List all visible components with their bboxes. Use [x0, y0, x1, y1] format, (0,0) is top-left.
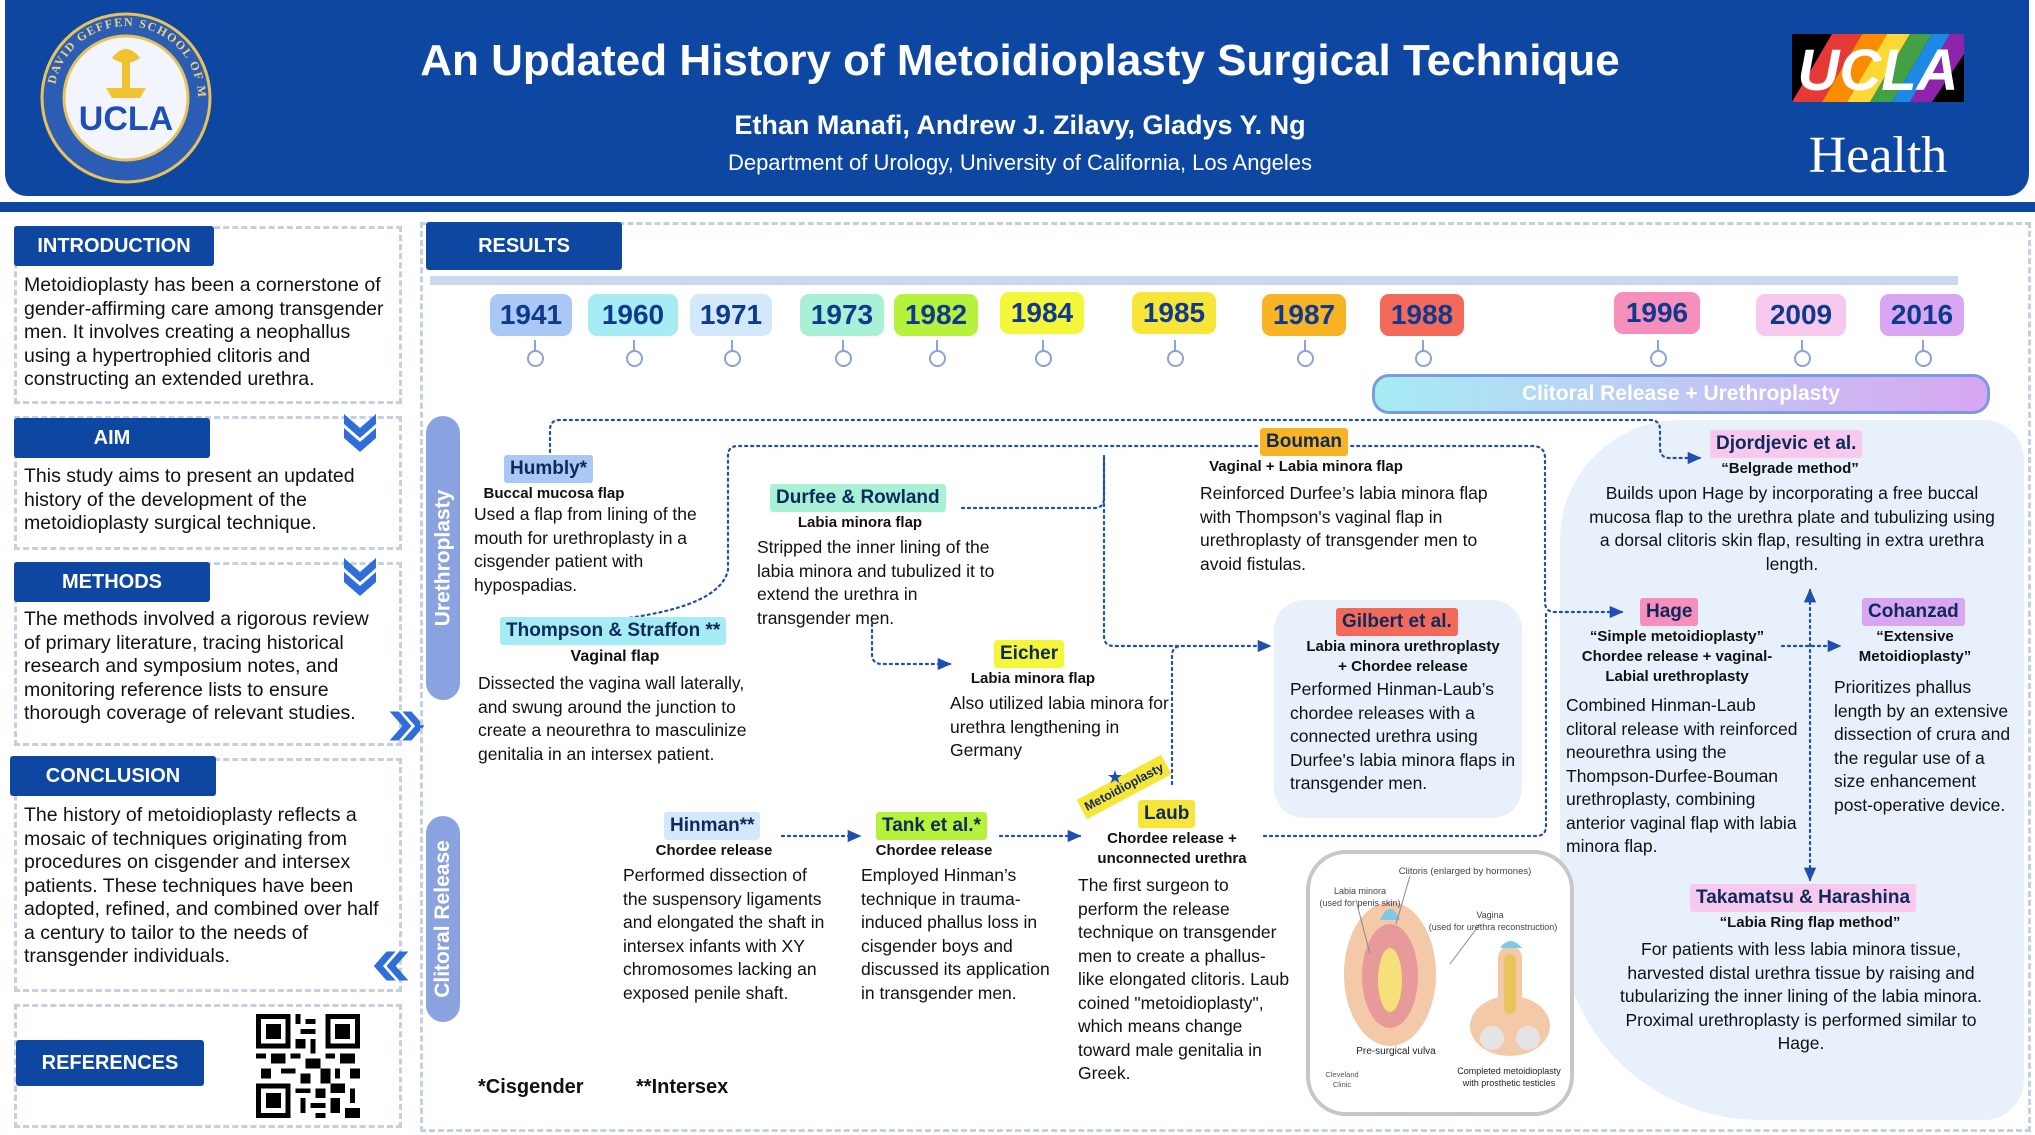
- node-bouman: Bouman: [1260, 428, 1348, 456]
- year-1985: 1985: [1132, 292, 1216, 334]
- modern-techniques-bubble: [1560, 420, 2024, 1120]
- node-bouman-sub: Vaginal + Labia minora flap: [1209, 458, 1403, 475]
- conclusion-label: CONCLUSION: [10, 756, 216, 796]
- year-1982: 1982: [894, 294, 978, 336]
- methods-text: The methods involved a rigorous review o…: [24, 608, 369, 724]
- node-thompson: Thompson & Straffon **: [500, 617, 727, 645]
- clitoral-release-urethroplasty-bar: Clitoral Release + Urethroplasty: [1372, 374, 1990, 414]
- year-1973: 1973: [800, 294, 884, 336]
- node-takamatsu-sub: “Labia Ring flap method”: [1719, 914, 1901, 931]
- legend-cisgender: *Cisgender: [478, 1076, 584, 1098]
- urethroplasty-tab: Urethroplasty: [426, 416, 460, 700]
- node-humbly: Humbly*: [504, 455, 594, 483]
- introduction-text: Metoidioplasty has been a cornerstone of…: [24, 274, 384, 390]
- node-tank-sub: Chordee release: [875, 842, 993, 859]
- node-cohanzad-sub2: Metoidioplasty”: [1858, 648, 1972, 665]
- node-djordjevic-sub: “Belgrade method”: [1721, 460, 1859, 477]
- department: Department of Urology, University of Cal…: [727, 150, 1313, 175]
- methods-label: METHODS: [14, 562, 210, 602]
- ucla-health-logo: UCLA Health: [1792, 34, 1964, 184]
- chevron-down-icon: [344, 414, 376, 452]
- node-hage-sub1: “Simple metoidioplasty”: [1589, 628, 1765, 645]
- node-eicher-sub: Labia minora flap: [970, 670, 1096, 687]
- year-1987: 1987: [1262, 294, 1346, 336]
- star-icon: [1108, 770, 1122, 784]
- node-laub-desc: The first surgeon to perform the release…: [1078, 875, 1290, 1083]
- header-banner: [5, 0, 2029, 196]
- year-1984: 1984: [1000, 292, 1084, 334]
- node-cohanzad-sub1: “Extensive: [1876, 628, 1954, 645]
- header-divider: [0, 202, 2035, 212]
- node-hinman: Hinman**: [664, 812, 761, 840]
- year-1988: 1988: [1380, 294, 1464, 336]
- node-eicher-desc: Also utilized labia minora for urethra l…: [950, 693, 1169, 760]
- node-gilbert-sub2: + Chordee release: [1338, 658, 1468, 675]
- vulva-anatomy-icon: [1344, 875, 1550, 1056]
- node-hage-sub2: Chordee release + vaginal-: [1581, 648, 1773, 665]
- aim-panel: [14, 416, 402, 550]
- node-takamatsu: Takamatsu & Harashina: [1690, 884, 1917, 912]
- node-humbly-sub: Buccal mucosa flap: [483, 485, 625, 502]
- qr-code-icon[interactable]: [256, 1014, 360, 1118]
- health-wordmark: Health: [1808, 127, 1948, 184]
- node-djordjevic-desc: Builds upon Hage by incorporating a free…: [1589, 483, 1995, 574]
- ucla-rainbow-icon: UCLA: [1792, 34, 1964, 102]
- node-tank: Tank et al.*: [876, 812, 987, 840]
- references-label: REFERENCES: [16, 1040, 204, 1086]
- node-laub-sub1: Chordee release +: [1107, 830, 1237, 847]
- year-1960: 1960: [588, 294, 678, 336]
- svg-text:UCLA: UCLA: [79, 100, 173, 138]
- conclusion-text: The history of metoidioplasty reflects a…: [24, 804, 379, 967]
- node-gilbert: Gilbert et al.: [1336, 608, 1458, 636]
- year-1971: 1971: [690, 294, 772, 336]
- node-hage: Hage: [1640, 598, 1699, 626]
- node-bouman-desc: Reinforced Durfee’s labia minora flap wi…: [1200, 483, 1488, 574]
- aim-text: This study aims to present an updated hi…: [24, 465, 355, 534]
- legend-intersex: **Intersex: [636, 1076, 729, 1098]
- node-hinman-sub: Chordee release: [655, 842, 773, 859]
- node-laub: Laub: [1138, 800, 1196, 828]
- results-label: RESULTS: [426, 222, 622, 270]
- node-hage-sub3: Labial urethroplasty: [1605, 668, 1749, 685]
- year-1996: 1996: [1614, 292, 1700, 334]
- chevron-right-icon: [389, 711, 425, 741]
- aim-label: AIM: [14, 418, 210, 458]
- chevron-left-icon: [373, 951, 409, 981]
- timeline-bar: [430, 276, 1958, 285]
- node-durfee: Durfee & Rowland: [770, 484, 946, 512]
- authors: Ethan Manafi, Andrew J. Zilavy, Gladys Y…: [734, 110, 1306, 140]
- year-2009: 2009: [1756, 294, 1846, 336]
- node-takamatsu-desc: For patients with less labia minora tiss…: [1620, 939, 1982, 1053]
- node-durfee-sub: Labia minora flap: [797, 514, 923, 531]
- node-laub-sub2: unconnected urethra: [1097, 850, 1247, 867]
- ucla-medicine-seal-icon: DAVID GEFFEN SCHOOL OF MEDICINE UCLA: [40, 12, 212, 184]
- node-hinman-desc: Performed dissection of the suspensory l…: [623, 865, 825, 1003]
- node-cohanzad: Cohanzad: [1862, 598, 1965, 626]
- node-djordjevic: Djordjevic et al.: [1710, 430, 1863, 458]
- node-humbly-desc: Used a flap from lining of the mouth for…: [474, 504, 697, 595]
- node-tank-desc: Employed Hinman’s technique in trauma-in…: [861, 865, 1050, 1003]
- anatomy-illustration: Clitoris (enlarged by hormones) Labia mi…: [1306, 850, 1574, 1116]
- node-thompson-sub: Vaginal flap: [570, 648, 660, 665]
- chevron-down-icon: [344, 558, 376, 596]
- year-2016: 2016: [1880, 294, 1964, 336]
- node-hage-desc: Combined Hinman-Laub clitoral release wi…: [1566, 695, 1798, 856]
- node-gilbert-desc: Performed Hinman-Laub’s chordee releases…: [1290, 679, 1516, 793]
- node-eicher: Eicher: [994, 640, 1065, 668]
- clitoral-release-tab: Clitoral Release: [426, 816, 460, 1022]
- node-thompson-desc: Dissected the vagina wall laterally, and…: [478, 673, 747, 764]
- node-gilbert-sub1: Labia minora urethroplasty: [1306, 638, 1500, 655]
- introduction-label: INTRODUCTION: [14, 226, 214, 266]
- node-durfee-desc: Stripped the inner lining of the labia m…: [757, 537, 995, 628]
- references-panel: [14, 1004, 402, 1128]
- poster-title: An Updated History of Metoidioplasty Sur…: [420, 36, 1620, 85]
- results-panel: [420, 222, 2031, 1132]
- node-cohanzad-desc: Prioritizes phallus length by an extensi…: [1834, 677, 2011, 815]
- year-1941: 1941: [490, 294, 572, 336]
- svg-text:UCLA: UCLA: [1797, 38, 1958, 102]
